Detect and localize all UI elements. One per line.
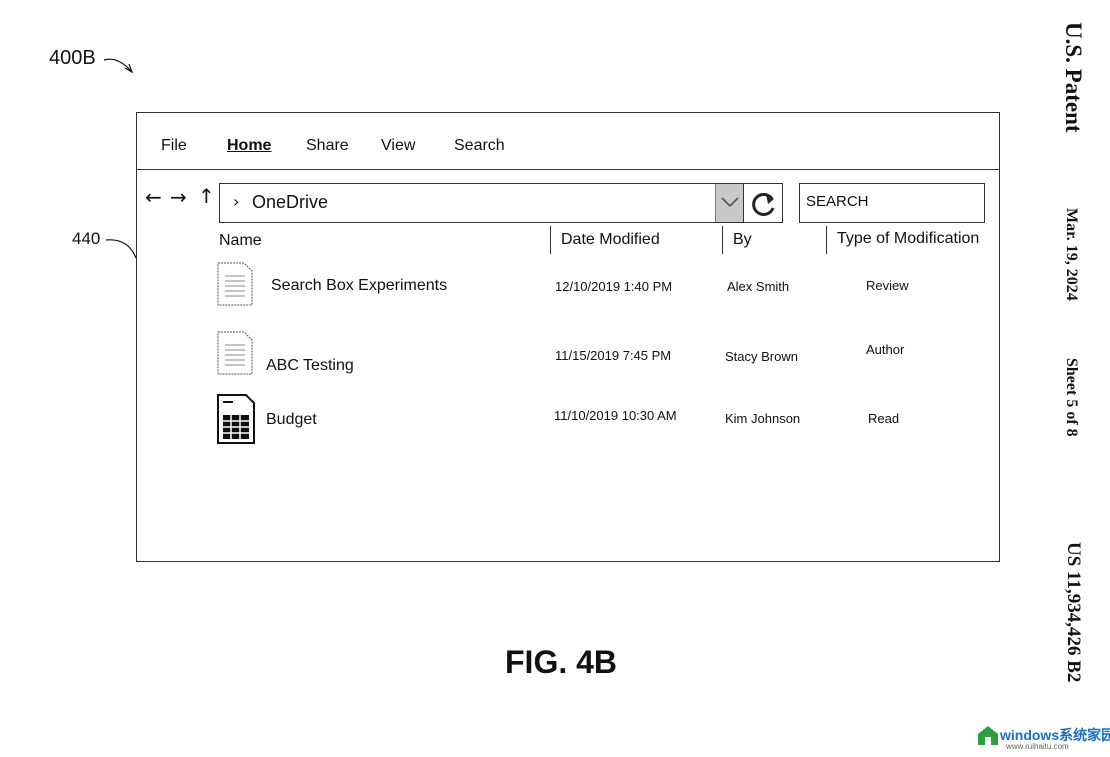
patent-date: Mar. 19, 2024 [1063, 208, 1080, 301]
menu-item-home[interactable]: Home [227, 137, 272, 154]
document-icon [217, 331, 253, 375]
refresh-button[interactable] [743, 183, 783, 223]
watermark-logo: windows系统家园 www.ruihaitu.com [976, 722, 1110, 752]
address-dropdown-button[interactable] [715, 184, 743, 222]
menu-item-search[interactable]: Search [454, 137, 505, 154]
address-bar[interactable]: › OneDrive [219, 183, 783, 223]
patent-number: US 11,934,426 B2 [1063, 542, 1084, 683]
refresh-icon [752, 192, 775, 216]
address-path: OneDrive [252, 192, 329, 212]
file-modification-type: Review [866, 278, 909, 293]
patent-sheet: Sheet 5 of 8 [1063, 358, 1080, 437]
figure-caption: FIG. 4B [505, 644, 618, 680]
column-header-date-modified[interactable]: Date Modified [561, 231, 660, 248]
watermark-brand: windows系统家园 [1000, 727, 1110, 743]
menu-item-file[interactable]: File [161, 137, 187, 154]
watermark-url: www.ruihaitu.com [1006, 742, 1069, 751]
column-header-type-of-modification[interactable]: Type of Modification [837, 230, 980, 247]
file-name[interactable]: Search Box Experiments [271, 277, 448, 294]
column-divider[interactable] [826, 226, 827, 254]
patent-office: U.S. Patent [1061, 22, 1086, 133]
file-modification-type: Author [866, 342, 905, 357]
file-name[interactable]: ABC Testing [266, 357, 354, 374]
figure-reference-numeral: 400B [49, 47, 96, 69]
file-date-modified: 12/10/2019 1:40 PM [555, 279, 673, 294]
column-header-name[interactable]: Name [219, 232, 262, 249]
file-date-modified: 11/15/2019 7:45 PM [555, 348, 672, 363]
up-arrow-icon[interactable]: ↑ [198, 184, 215, 208]
column-divider[interactable] [722, 226, 723, 254]
house-logo-icon [978, 726, 998, 745]
breadcrumb-chevron-icon: › [233, 192, 240, 211]
patent-header: U.S. Patent Mar. 19, 2024 Sheet 5 of 8 U… [1050, 22, 1090, 712]
spreadsheet-icon [217, 394, 255, 444]
right-arrow-icon[interactable]: → [170, 185, 187, 209]
column-header-by[interactable]: By [733, 231, 752, 248]
left-arrow-icon[interactable]: ← [145, 185, 162, 209]
document-icon [217, 262, 253, 306]
menu-item-share[interactable]: Share [306, 137, 349, 154]
chevron-down-icon [721, 197, 739, 208]
reference-numeral-window: 440 [72, 229, 101, 248]
file-name[interactable]: Budget [266, 411, 317, 428]
file-modified-by: Kim Johnson [725, 411, 801, 426]
file-date-modified: 11/10/2019 10:30 AM [554, 408, 677, 423]
menu-item-view[interactable]: View [381, 137, 416, 154]
file-explorer-window: File Home Share View Search ← → ↑ › OneD… [136, 112, 1000, 562]
file-modified-by: Stacy Brown [725, 349, 798, 364]
column-divider[interactable] [550, 226, 551, 254]
ribbon-menu-bar: File Home Share View Search [137, 113, 999, 170]
file-modification-type: Read [868, 411, 900, 426]
search-input[interactable]: SEARCH [799, 183, 985, 223]
file-modified-by: Alex Smith [727, 279, 790, 294]
